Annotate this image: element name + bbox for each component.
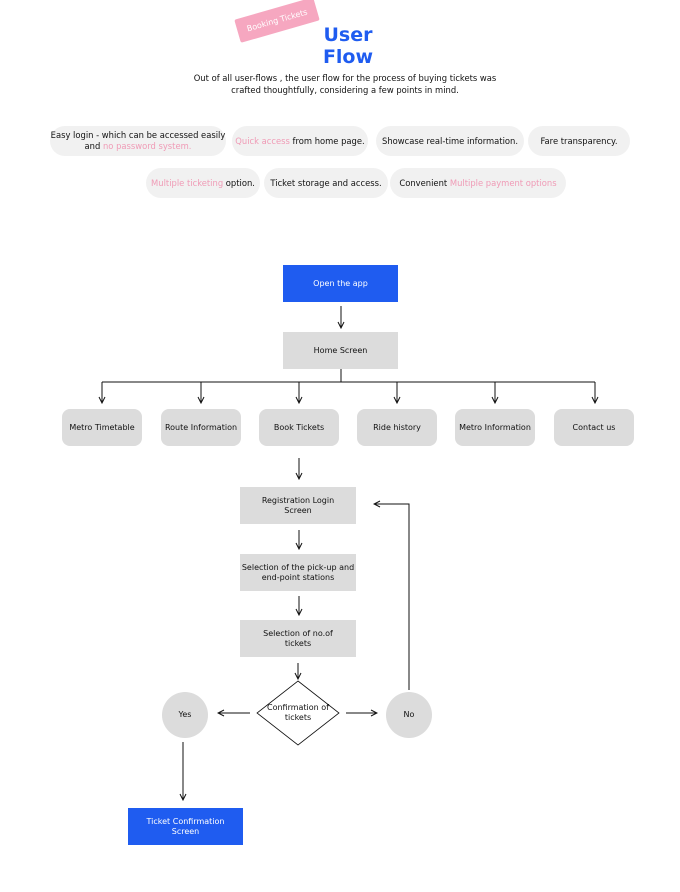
page-title: User Flow: [322, 24, 374, 68]
point-fare-transparency: Fare transparency.: [528, 126, 630, 156]
point-quick-access-highlight: Quick access: [235, 135, 290, 146]
point-easy-login: Easy login - which can be accessed easil…: [50, 126, 226, 156]
node-open-the-app: Open the app: [283, 265, 398, 302]
node-ticket-confirmation-line1: Ticket Confirmation: [146, 816, 225, 826]
description-line-1: Out of all user-flows , the user flow fo…: [193, 73, 497, 83]
node-no: No: [386, 692, 432, 738]
node-home-screen: Home Screen: [283, 332, 398, 369]
point-easy-login-and: and: [84, 141, 103, 151]
node-ride-history: Ride history: [357, 409, 437, 446]
point-multiple-ticketing-rest: option.: [223, 177, 255, 188]
node-selection-tickets-line2: tickets: [284, 638, 312, 648]
node-selection-stations: Selection of the pick-up and end-point s…: [240, 554, 356, 591]
node-confirmation-line2: tickets: [284, 713, 312, 722]
point-multiple-payment-highlight: Multiple payment options: [449, 177, 557, 188]
node-metro-timetable: Metro Timetable: [62, 409, 142, 446]
node-selection-tickets: Selection of no.of tickets: [240, 620, 356, 657]
node-selection-tickets-line1: Selection of no.of: [263, 628, 333, 638]
point-quick-access: Quick access from home page.: [232, 126, 368, 156]
node-registration-login-screen: Registration Login Screen: [240, 487, 356, 524]
node-confirmation-line1: Confirmation of: [266, 703, 329, 712]
point-ticket-storage: Ticket storage and access.: [264, 168, 388, 198]
node-selection-stations-line2: end-point stations: [261, 572, 335, 582]
point-quick-access-rest: from home page.: [289, 135, 365, 146]
description: Out of all user-flows , the user flow fo…: [190, 72, 500, 96]
node-registration-line1: Registration Login: [261, 495, 335, 505]
node-ticket-confirmation-line2: Screen: [171, 826, 200, 836]
node-confirmation-label: Confirmation of tickets: [262, 700, 334, 726]
point-easy-login-line1: Easy login - which can be accessed easil…: [50, 130, 226, 140]
arrow-no-back-to-registration: [374, 504, 410, 690]
point-multiple-ticketing-highlight: Multiple ticketing: [151, 177, 224, 188]
description-line-2: crafted thoughtfully, considering a few …: [231, 85, 459, 95]
confirmation-diamond: [256, 680, 340, 746]
node-yes: Yes: [162, 692, 208, 738]
node-metro-information: Metro Information: [455, 409, 535, 446]
node-contact-us: Contact us: [554, 409, 634, 446]
node-selection-stations-line1: Selection of the pick-up and: [241, 562, 355, 572]
node-book-tickets: Book Tickets: [259, 409, 339, 446]
node-ticket-confirmation-screen: Ticket Confirmation Screen: [128, 808, 243, 845]
node-route-information: Route Information: [161, 409, 241, 446]
point-multiple-payment: Convenient Multiple payment options: [390, 168, 566, 198]
point-easy-login-highlight: no password system.: [102, 141, 192, 151]
node-registration-line2: Screen: [284, 505, 312, 515]
point-multiple-payment-prefix: Convenient: [399, 177, 450, 188]
point-realtime-info: Showcase real-time information.: [376, 126, 524, 156]
point-multiple-ticketing: Multiple ticketing option.: [146, 168, 260, 198]
point-easy-login-line2: and no password system.: [85, 141, 192, 152]
